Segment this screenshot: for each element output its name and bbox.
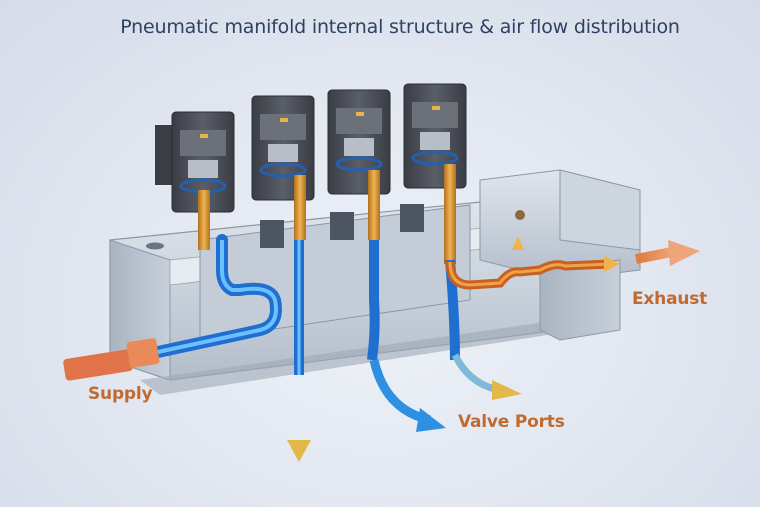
valve-3 — [327, 89, 391, 240]
valve-4 — [403, 83, 467, 264]
page-title: Pneumatic manifold internal structure & … — [120, 16, 680, 38]
valve-2 — [251, 95, 315, 240]
exhaust-label: Exhaust — [632, 289, 708, 309]
exhaust-flow — [445, 236, 700, 290]
valve-ports-label: Valve Ports — [458, 412, 565, 432]
supply-inlet-arrow — [63, 338, 160, 381]
valve-port-arrows — [287, 353, 522, 462]
supply-label: Supply — [88, 384, 153, 404]
valve-1 — [155, 111, 235, 250]
